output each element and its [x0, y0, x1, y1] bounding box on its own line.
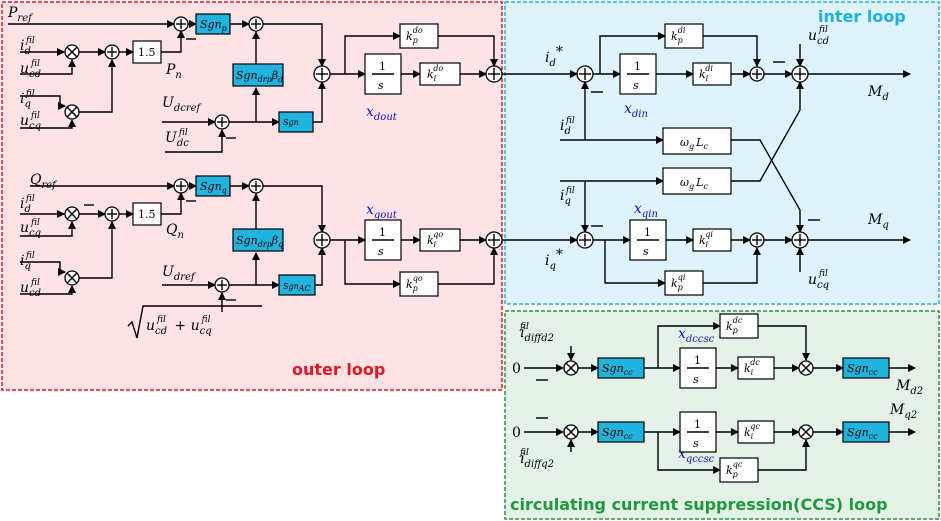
svg-text:1: 1: [694, 418, 701, 431]
svg-text:kpdc: kpdc: [726, 316, 743, 335]
svg-text:idfil: idfil: [20, 194, 35, 215]
k-p-do-block: [399, 23, 439, 49]
p-ref-label: Pref: [7, 5, 34, 24]
svg-text:kpqo: kpqo: [406, 274, 423, 293]
svg-text:Mq: Mq: [867, 212, 889, 231]
svg-text:kpdo: kpdo: [406, 26, 423, 45]
svg-text:Mq2: Mq2: [889, 402, 917, 421]
ccs-loop-title: circulating current suppression(CCS) loo…: [510, 495, 888, 514]
svg-text:Sgncc: Sgncc: [602, 426, 633, 441]
svg-text:kpdi: kpdi: [671, 26, 686, 45]
svg-text:idiffq2fil: idiffq2fil: [519, 448, 554, 470]
svg-text:s: s: [378, 245, 384, 258]
svg-text:ucdfil: ucdfil: [20, 278, 41, 299]
svg-text:0: 0: [512, 425, 521, 441]
svg-text:iqfil: iqfil: [20, 251, 35, 272]
svg-text:s: s: [693, 373, 699, 386]
svg-text:1: 1: [644, 226, 651, 239]
svg-text:Sgndrpβd: Sgndrpβd: [236, 69, 283, 84]
svg-text:kiqc: kiqc: [744, 422, 760, 441]
svg-text:kido: kido: [427, 64, 443, 83]
svg-text:Md2: Md2: [895, 378, 923, 397]
svg-text:Sgn: Sgn: [283, 118, 299, 127]
svg-text:Qn: Qn: [166, 222, 184, 241]
svg-text:1.5: 1.5: [138, 208, 156, 221]
outer-loop-title: outer loop: [292, 360, 385, 379]
outer-d-channel: Pref Sgnp idfil ucdfil 1.5 Pn iqfil ucqf…: [7, 5, 503, 153]
svg-text:idfil: idfil: [560, 116, 575, 137]
svg-text:xqccsc: xqccsc: [678, 446, 715, 465]
svg-text:ucdfil + ucqfil: ucdfil + ucqfil: [146, 315, 212, 337]
svg-text:Udcref: Udcref: [162, 95, 203, 114]
svg-text:iqfil: iqfil: [560, 186, 575, 207]
svg-text:Sgndrpβq: Sgndrpβq: [236, 234, 283, 249]
svg-text:iq*: iq*: [545, 247, 563, 272]
k-p-qc-block: [719, 457, 759, 483]
svg-text:1.5: 1.5: [138, 46, 156, 59]
svg-text:1: 1: [634, 60, 641, 73]
svg-text:iqfil: iqfil: [20, 89, 35, 110]
svg-text:Md: Md: [867, 84, 889, 103]
svg-text:s: s: [633, 79, 639, 92]
svg-text:kidc: kidc: [744, 358, 760, 377]
svg-text:xqin: xqin: [634, 201, 658, 220]
svg-text:ucqfil: ucqfil: [20, 111, 41, 132]
svg-text:Sgnq: Sgnq: [200, 180, 227, 195]
svg-text:kpqc: kpqc: [726, 460, 743, 479]
svg-text:xdin: xdin: [624, 101, 648, 120]
omega-g-lc-block: [662, 127, 732, 155]
svg-text:kpqi: kpqi: [671, 273, 686, 292]
svg-text:s: s: [378, 79, 384, 92]
svg-text:s: s: [693, 437, 699, 450]
svg-text:Pn: Pn: [165, 62, 182, 81]
inter-loop-title: inter loop: [818, 7, 906, 26]
svg-text:kidi: kidi: [699, 64, 713, 83]
svg-text:0: 0: [512, 361, 521, 377]
svg-text:Udref: Udref: [162, 264, 197, 283]
sgn-drp-beta-d-block: [232, 63, 284, 87]
svg-text:idiffd2fil: idiffd2fil: [519, 322, 554, 344]
svg-text:ucdfil: ucdfil: [20, 59, 41, 80]
inter-loop: id* kpdi 1 s xdin kidi ucdfil Md idfil ω…: [502, 23, 911, 296]
svg-text:Sgncc: Sgncc: [602, 362, 633, 377]
integrator-block: [629, 219, 667, 261]
svg-text:xdccsc: xdccsc: [678, 326, 715, 345]
ccs-loop: 0 idiffd2fil Sgncc xdccsc kpdc 1 s kidc …: [512, 313, 923, 483]
svg-text:s: s: [643, 245, 649, 258]
svg-text:1: 1: [379, 60, 386, 73]
svg-text:xqout: xqout: [366, 202, 398, 221]
svg-text:Sgncc: Sgncc: [847, 362, 878, 377]
k-p-di-block: [664, 23, 704, 49]
svg-text:SgnAC: SgnAC: [283, 282, 311, 293]
svg-text:ucqfil: ucqfil: [808, 269, 829, 291]
k-p-qo-block: [399, 271, 439, 297]
svg-text:kiqo: kiqo: [427, 230, 443, 249]
k-p-qi-block: [664, 270, 704, 296]
svg-text:xdout: xdout: [366, 104, 398, 123]
outer-q-channel: Qref Sgnq idfil ucqfil 1.5 Qn iqfil ucdf…: [20, 172, 503, 339]
voltage-magnitude-expression: ucdfil + ucqfil: [127, 305, 262, 339]
svg-text:kiqi: kiqi: [699, 230, 713, 249]
outer-loop-panel: [1, 1, 503, 391]
svg-text:ucqfil: ucqfil: [20, 218, 41, 239]
svg-text:1: 1: [694, 354, 701, 367]
svg-text:1: 1: [379, 226, 386, 239]
ccs-loop-panel: [504, 310, 940, 520]
svg-text:ucdfil: ucdfil: [808, 25, 829, 47]
svg-text:Udcfil: Udcfil: [165, 128, 189, 149]
svg-text:Sgncc: Sgncc: [847, 426, 878, 441]
svg-text:Sgnp: Sgnp: [200, 18, 227, 33]
sgn-drp-beta-q-block: [232, 228, 284, 252]
svg-text:id*: id*: [545, 44, 563, 69]
